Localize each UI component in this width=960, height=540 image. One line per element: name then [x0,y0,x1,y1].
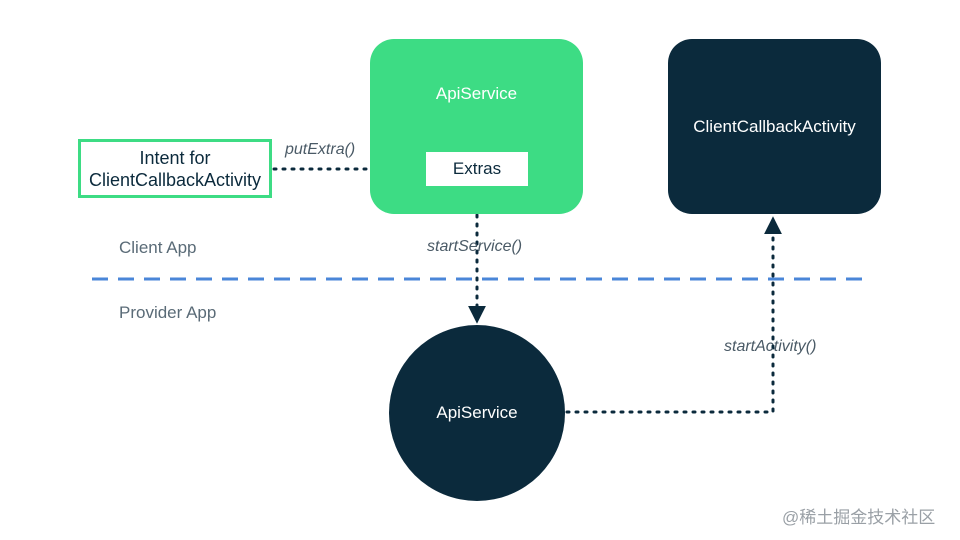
provider-api-service-label: ApiService [436,403,518,422]
client-callback-activity-node: ClientCallbackActivity [668,39,881,214]
client-app-region-label: Client App [119,238,197,257]
intent-label-line1: Intent for [139,147,211,168]
client-api-service-label: ApiService [435,84,518,103]
watermark-text: @稀土掘金技术社区 [782,508,936,527]
intent-label-line2: ClientCallbackActivity [88,169,262,190]
start-activity-label: startActivity() [724,338,817,355]
extras-label: Extras [452,159,502,178]
provider-app-region-label: Provider App [119,303,217,322]
client-callback-activity-label: ClientCallbackActivity [693,116,856,136]
intent-node: Intent for ClientCallbackActivity [78,139,272,198]
provider-api-service-node: ApiService [389,325,565,501]
client-api-service-node [370,39,583,214]
extras-node: Extras [426,152,528,186]
start-service-label: startService() [427,238,523,255]
put-extra-label: putExtra() [285,141,356,158]
start-activity-arrow [565,216,782,414]
